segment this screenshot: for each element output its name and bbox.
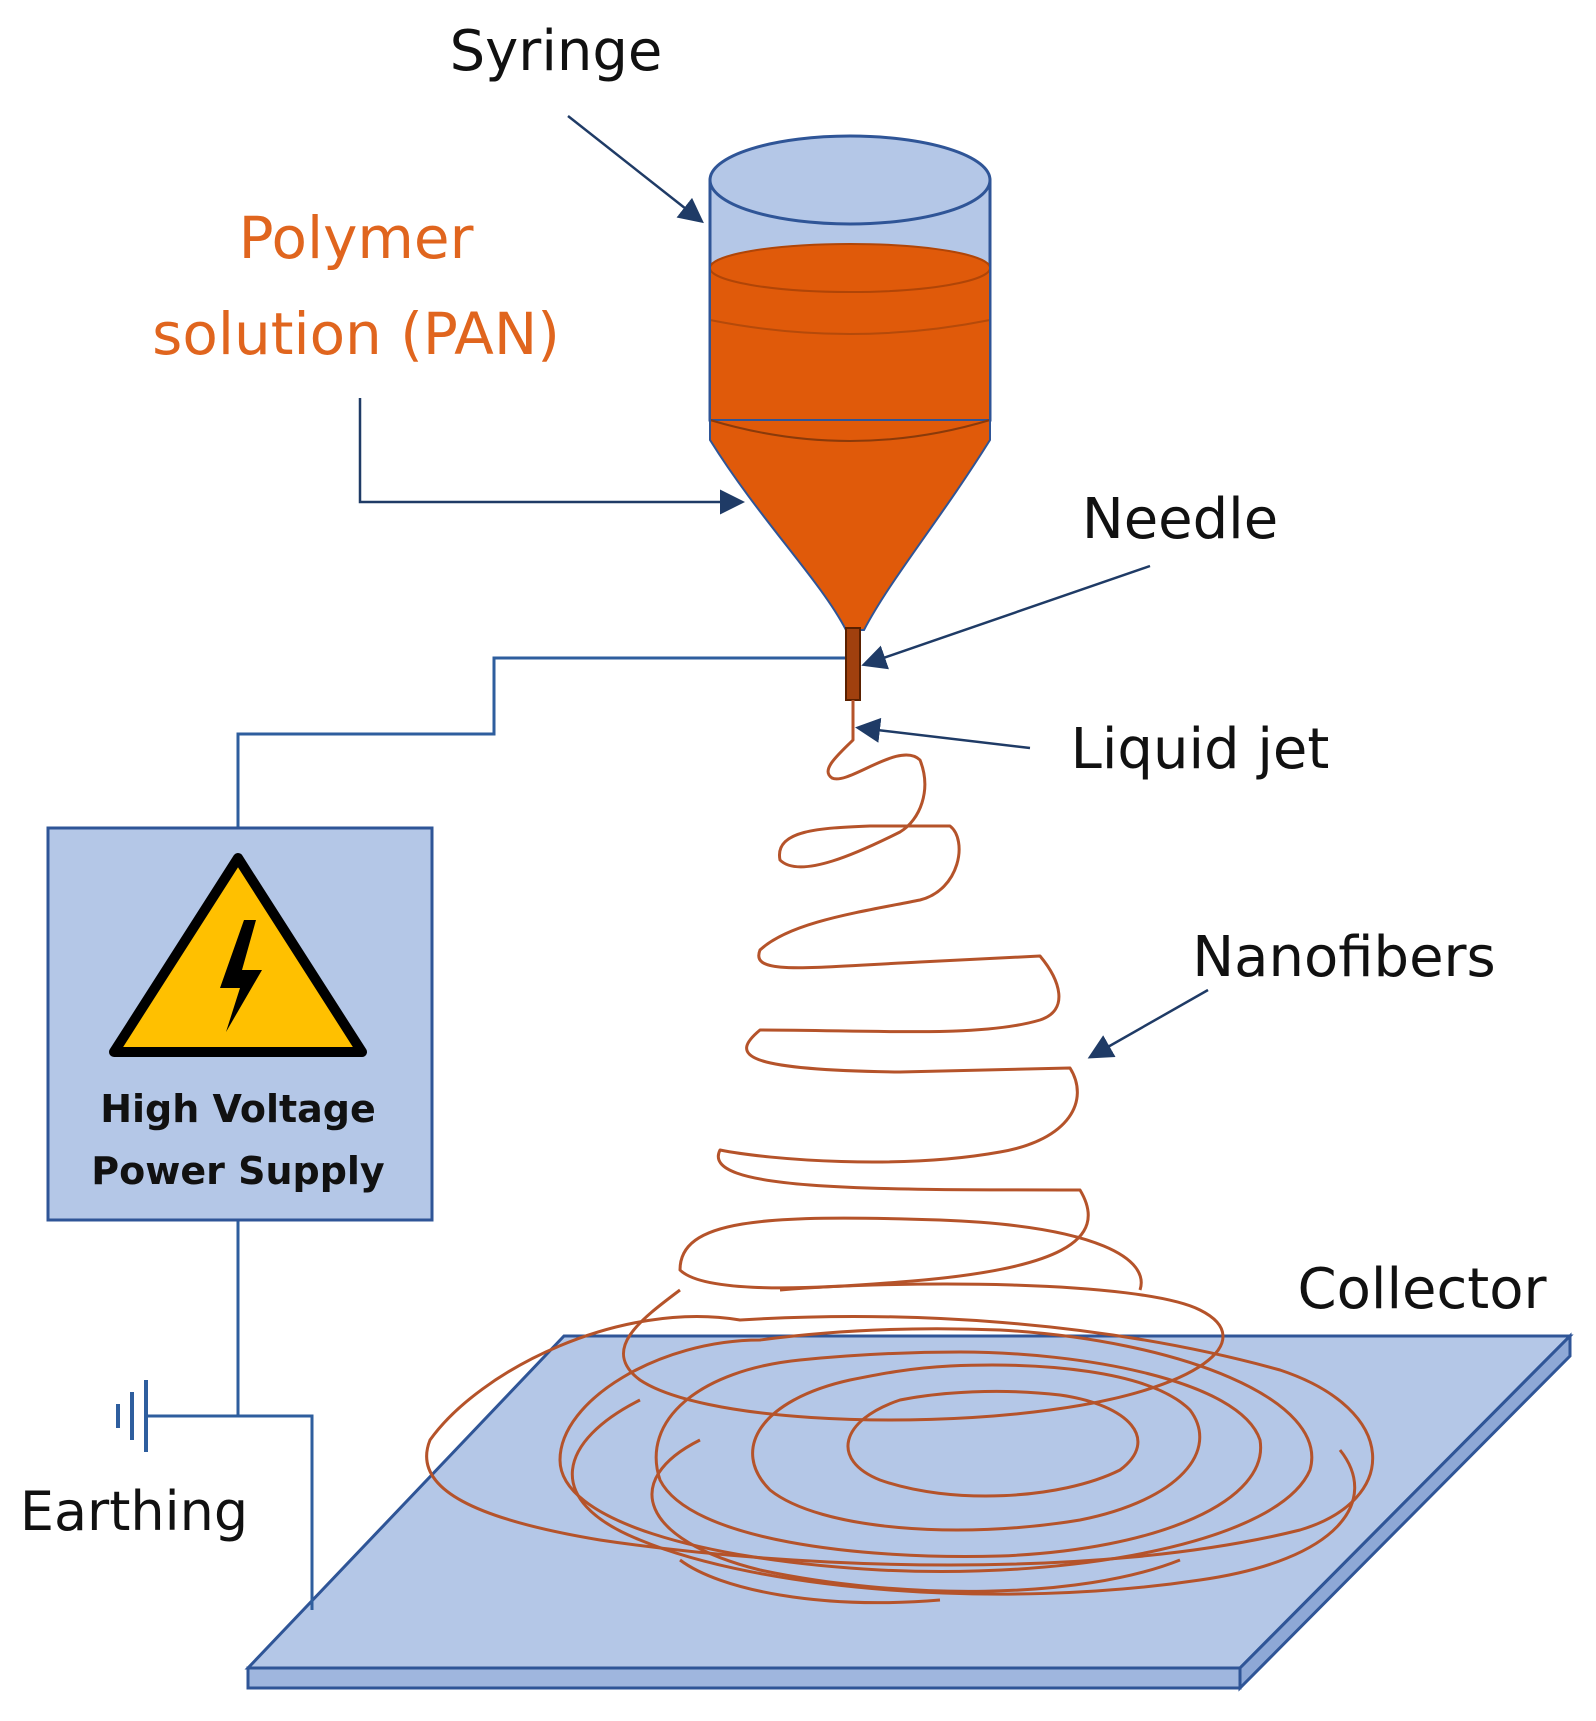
high-voltage-warning-icon [109, 853, 367, 1057]
needle [845, 627, 861, 701]
needle-arrow [861, 564, 1151, 670]
liquid-jet-label: Liquid jet [1071, 717, 1330, 782]
nanofibers-label: Nanofibers [1192, 925, 1495, 990]
syringe [708, 134, 992, 631]
circuit-wires [146, 656, 856, 1610]
collector-label: Collector [1298, 1257, 1548, 1322]
power-supply-box: High Voltage Power Supply [46, 826, 434, 1222]
needle-label: Needle [1082, 487, 1278, 552]
nanofibers-arrow [1087, 988, 1209, 1059]
pointer-arrows [358, 115, 1209, 1059]
syringe-label: Syringe [450, 19, 663, 84]
collector-plate [244, 1332, 1574, 1692]
polymer-label-line1: Polymer [239, 204, 474, 272]
syringe-arrow [567, 115, 704, 224]
earthing-label: Earthing [20, 1480, 248, 1543]
nanofibers [425, 700, 1374, 1605]
liquid-jet-arrow [855, 717, 1031, 750]
power-supply-label-line1: High Voltage [100, 1087, 376, 1131]
power-supply-label-line2: Power Supply [91, 1149, 385, 1193]
polymer-label-line2: solution (PAN) [152, 300, 560, 368]
ground-symbol-icon [116, 1380, 148, 1452]
polymer-arrow [358, 398, 745, 515]
